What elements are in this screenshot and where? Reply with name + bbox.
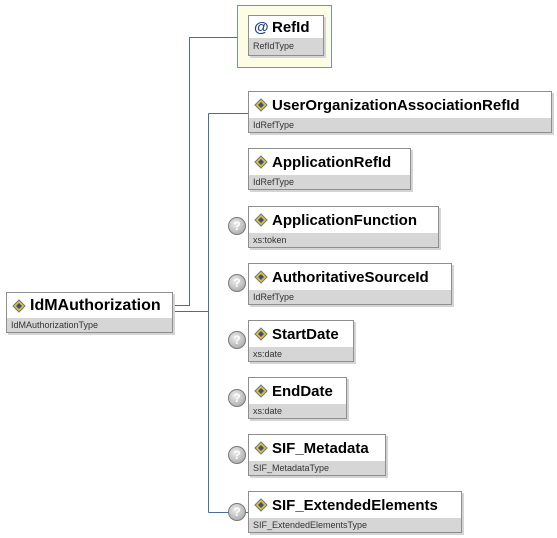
attribute-node-refid[interactable]: @ RefId RefIdType	[248, 15, 324, 56]
element-icon	[254, 498, 268, 512]
optional-icon: ?	[228, 503, 246, 521]
element-icon	[254, 441, 268, 455]
root-element-name: IdMAuthorization	[30, 296, 161, 314]
element-node-sif-extendedelements[interactable]: SIF_ExtendedElements SIF_ExtendedElement…	[248, 491, 462, 533]
element-name: SIF_Metadata	[272, 439, 369, 457]
element-node-applicationrefid[interactable]: ApplicationRefId IdRefType	[248, 148, 411, 190]
element-node-startdate[interactable]: StartDate xs:date	[248, 320, 354, 362]
element-icon	[254, 327, 268, 341]
root-element-node[interactable]: IdMAuthorization IdMAuthorizationType	[6, 292, 173, 333]
element-name: ApplicationFunction	[272, 211, 417, 229]
element-icon	[254, 270, 268, 284]
element-type: IdRefType	[249, 118, 551, 132]
element-icon	[254, 155, 268, 169]
element-node-applicationfunction[interactable]: ApplicationFunction xs:token	[248, 206, 439, 248]
element-name: ApplicationRefId	[272, 153, 392, 171]
root-element-type: IdMAuthorizationType	[7, 318, 172, 332]
element-type: xs:date	[249, 404, 346, 418]
optional-icon: ?	[228, 389, 246, 407]
optional-icon: ?	[228, 274, 246, 292]
element-node-userorganizationassociationrefid[interactable]: UserOrganizationAssociationRefId IdRefTy…	[248, 91, 552, 133]
element-type: xs:date	[249, 347, 353, 361]
element-type: IdRefType	[249, 290, 451, 304]
element-icon	[254, 384, 268, 398]
element-node-enddate[interactable]: EndDate xs:date	[248, 377, 347, 419]
element-node-sif-metadata[interactable]: SIF_Metadata SIF_MetadataType	[248, 434, 386, 476]
element-icon	[12, 298, 26, 313]
element-node-authoritativesourceid[interactable]: AuthoritativeSourceId IdRefType	[248, 263, 452, 305]
element-icon	[254, 98, 268, 112]
attribute-connector	[172, 37, 238, 306]
element-name: SIF_ExtendedElements	[272, 496, 438, 514]
element-type: xs:token	[249, 233, 438, 247]
attribute-name: RefId	[272, 18, 310, 36]
element-name: EndDate	[272, 382, 333, 400]
attribute-type: RefIdType	[249, 38, 323, 55]
element-name: UserOrganizationAssociationRefId	[272, 96, 520, 114]
element-icon	[254, 213, 268, 227]
optional-icon: ?	[228, 331, 246, 349]
element-name: AuthoritativeSourceId	[272, 268, 429, 286]
element-name: StartDate	[272, 325, 339, 343]
element-type: SIF_ExtendedElementsType	[249, 518, 461, 532]
optional-icon: ?	[228, 217, 246, 235]
optional-icon: ?	[228, 446, 246, 464]
at-sign-icon: @	[254, 18, 269, 36]
element-type: IdRefType	[249, 175, 410, 189]
element-type: SIF_MetadataType	[249, 461, 385, 475]
